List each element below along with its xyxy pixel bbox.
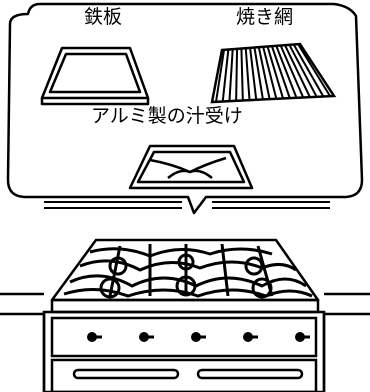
griddle-icon	[40, 46, 150, 106]
grate-bar	[297, 43, 331, 97]
burner-grates	[63, 243, 313, 299]
knob-row	[87, 332, 310, 342]
range-knob-icon[interactable]	[243, 332, 258, 342]
grate-bar	[275, 45, 298, 99]
grill-grate-label: 焼き網	[236, 6, 294, 28]
drip-pan-icon	[128, 144, 254, 190]
grate-bar	[288, 44, 318, 98]
grate-bar	[270, 45, 291, 99]
range-body	[42, 310, 326, 392]
divider-lines	[44, 201, 330, 209]
countertop	[0, 292, 370, 316]
grate-bar	[235, 48, 239, 101]
range-knob-icon[interactable]	[295, 332, 310, 342]
grill-grate-icon	[210, 42, 337, 104]
range-cooktop	[50, 238, 320, 314]
drawer-handle-icon[interactable]	[72, 368, 180, 380]
grate-bar	[266, 46, 285, 99]
grate-bar	[257, 46, 271, 100]
grate-bar	[292, 43, 325, 97]
griddle-label: 鉄板	[84, 6, 123, 28]
callout-bubble	[6, 2, 364, 215]
grate-bar	[215, 49, 225, 103]
grate-bar	[240, 48, 244, 101]
drip-pan-label: アルミ製の汁受け	[91, 105, 243, 127]
drawer-handles	[72, 368, 304, 380]
drawer-handle-icon[interactable]	[196, 368, 304, 380]
grate-bar	[284, 44, 311, 98]
grate-bar	[262, 46, 278, 100]
grate-bar	[244, 48, 251, 101]
range-knob-icon[interactable]	[191, 332, 206, 342]
grate-bar	[249, 47, 258, 100]
range-knob-icon[interactable]	[139, 332, 154, 342]
grate-bar	[253, 47, 264, 100]
grate-bar	[221, 49, 230, 102]
grate-bar	[279, 45, 305, 98]
grate-bar	[228, 49, 234, 102]
range-knob-icon[interactable]	[87, 332, 102, 342]
